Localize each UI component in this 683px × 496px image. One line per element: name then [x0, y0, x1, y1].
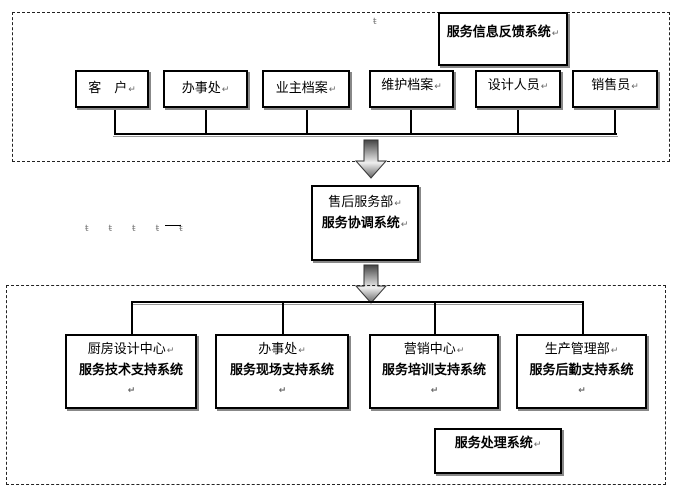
connector-stub	[282, 301, 284, 334]
connector-stub	[131, 301, 133, 334]
after-sales-coordination-box: 售后服务部↵ 服务协调系统↵	[311, 185, 419, 261]
info-feedback-region	[12, 12, 670, 162]
connector-bus-bottom	[131, 301, 584, 303]
dept-label: 售后服务部	[328, 195, 394, 210]
anchor-marks: ŧŧŧŧŧ	[85, 224, 203, 234]
box-kitchen-design-center: 厨房设计中心↵ 服务技术支持系统↵	[65, 334, 197, 409]
box-production-management: 生产管理部↵ 服务后勤支持系统↵	[516, 334, 647, 409]
anchor-mark: ŧ	[373, 17, 377, 27]
service-processing-system-title: 服务处理系统↵	[434, 428, 562, 474]
box-customer: 客 户↵	[75, 70, 149, 108]
underline-mark	[165, 225, 181, 226]
down-arrow-icon	[355, 139, 387, 179]
box-designers: 设计人员↵	[475, 70, 561, 108]
box-office-onsite: 办事处↵ 服务现场支持系统↵	[215, 334, 349, 409]
connector-stub	[614, 107, 616, 134]
connector-stub	[410, 107, 412, 134]
connector-bus-top	[114, 133, 617, 135]
connector-shadow	[131, 304, 584, 305]
connector-stub	[114, 107, 116, 134]
info-feedback-system-title: 服务信息反馈系统↵	[438, 12, 568, 66]
connector-stub	[517, 107, 519, 134]
connector-stub	[205, 107, 207, 134]
connector-stub	[434, 301, 436, 334]
connector-stub	[306, 107, 308, 134]
box-maintenance-archive: 维护档案↵	[369, 70, 454, 108]
connector-shadow	[113, 136, 618, 137]
system-label: 服务协调系统	[321, 216, 400, 231]
box-office: 办事处↵	[163, 70, 248, 108]
title-text: 服务信息反馈系统	[446, 25, 551, 40]
box-salesperson: 销售员↵	[572, 70, 658, 108]
box-owner-archive: 业主档案↵	[262, 70, 350, 108]
down-arrow-icon	[355, 264, 387, 304]
connector-stub	[582, 301, 584, 334]
service-processing-region	[6, 285, 666, 485]
box-marketing-center: 营销中心↵ 服务培训支持系统↵	[369, 334, 499, 409]
